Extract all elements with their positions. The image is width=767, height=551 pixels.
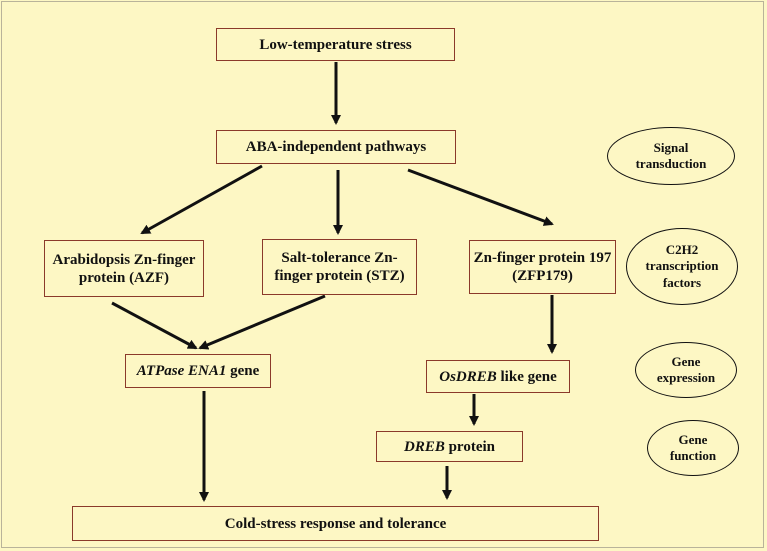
box-zfp-label: Zn-finger protein 197 (ZFP179): [473, 250, 612, 284]
box-stz: Salt-tolerance Zn-finger protein (STZ): [262, 239, 417, 295]
box-azf: Arabidopsis Zn-finger protein (AZF): [44, 240, 204, 297]
box-azf-label: Arabidopsis Zn-finger protein (AZF): [52, 251, 196, 286]
box-zfp179: Zn-finger protein 197 (ZFP179): [469, 240, 616, 294]
box-stz-label: Salt-tolerance Zn-finger protein (STZ): [274, 250, 405, 284]
box-cold-stress-response: Cold-stress response and tolerance: [72, 506, 599, 541]
ellipse-c2h2-label: C2H2 transcription factors: [645, 242, 719, 290]
ellipse-gene-expression: Gene expression: [635, 342, 737, 398]
arrow-aba-to-azf: [140, 164, 263, 235]
ellipse-c2h2: C2H2 transcription factors: [626, 228, 738, 305]
ellipse-gene-expression-label: Gene expression: [656, 353, 716, 385]
dreb-rest-text: protein: [444, 438, 495, 455]
ellipse-signal-label: Signal transduction: [635, 139, 707, 171]
atpase-italic-text: ATPase ENA1: [136, 363, 227, 379]
osdreb-italic-text: OsDREB: [439, 368, 497, 385]
arrow-stz-to-atpase: [198, 294, 326, 350]
osdreb-rest-text: like gene: [496, 368, 557, 385]
box-low-temperature-stress: Low-temperature stress: [216, 28, 455, 61]
ellipse-gene-function: Gene function: [647, 420, 739, 476]
arrow-aba-to-zfp: [407, 168, 554, 226]
box-dreb-protein: DREB protein: [376, 431, 523, 462]
atpase-rest-text: gene: [226, 363, 260, 379]
ellipse-gene-function-label: Gene function: [669, 431, 717, 463]
arrow-azf-to-atpase: [111, 301, 198, 350]
box-cold-label: Cold-stress response and tolerance: [224, 515, 447, 532]
box-osdreb-like-gene: OsDREB like gene: [426, 360, 570, 393]
box-low-temperature-stress-label: Low-temperature stress: [259, 36, 412, 53]
dreb-italic-text: DREB: [403, 438, 445, 455]
box-aba-independent-pathways: ABA-independent pathways: [216, 130, 456, 164]
box-atpase-ena1-gene: ATPase ENA1 gene: [125, 354, 271, 388]
box-aba-label: ABA-independent pathways: [245, 139, 427, 155]
ellipse-signal-transduction: Signal transduction: [607, 127, 735, 185]
